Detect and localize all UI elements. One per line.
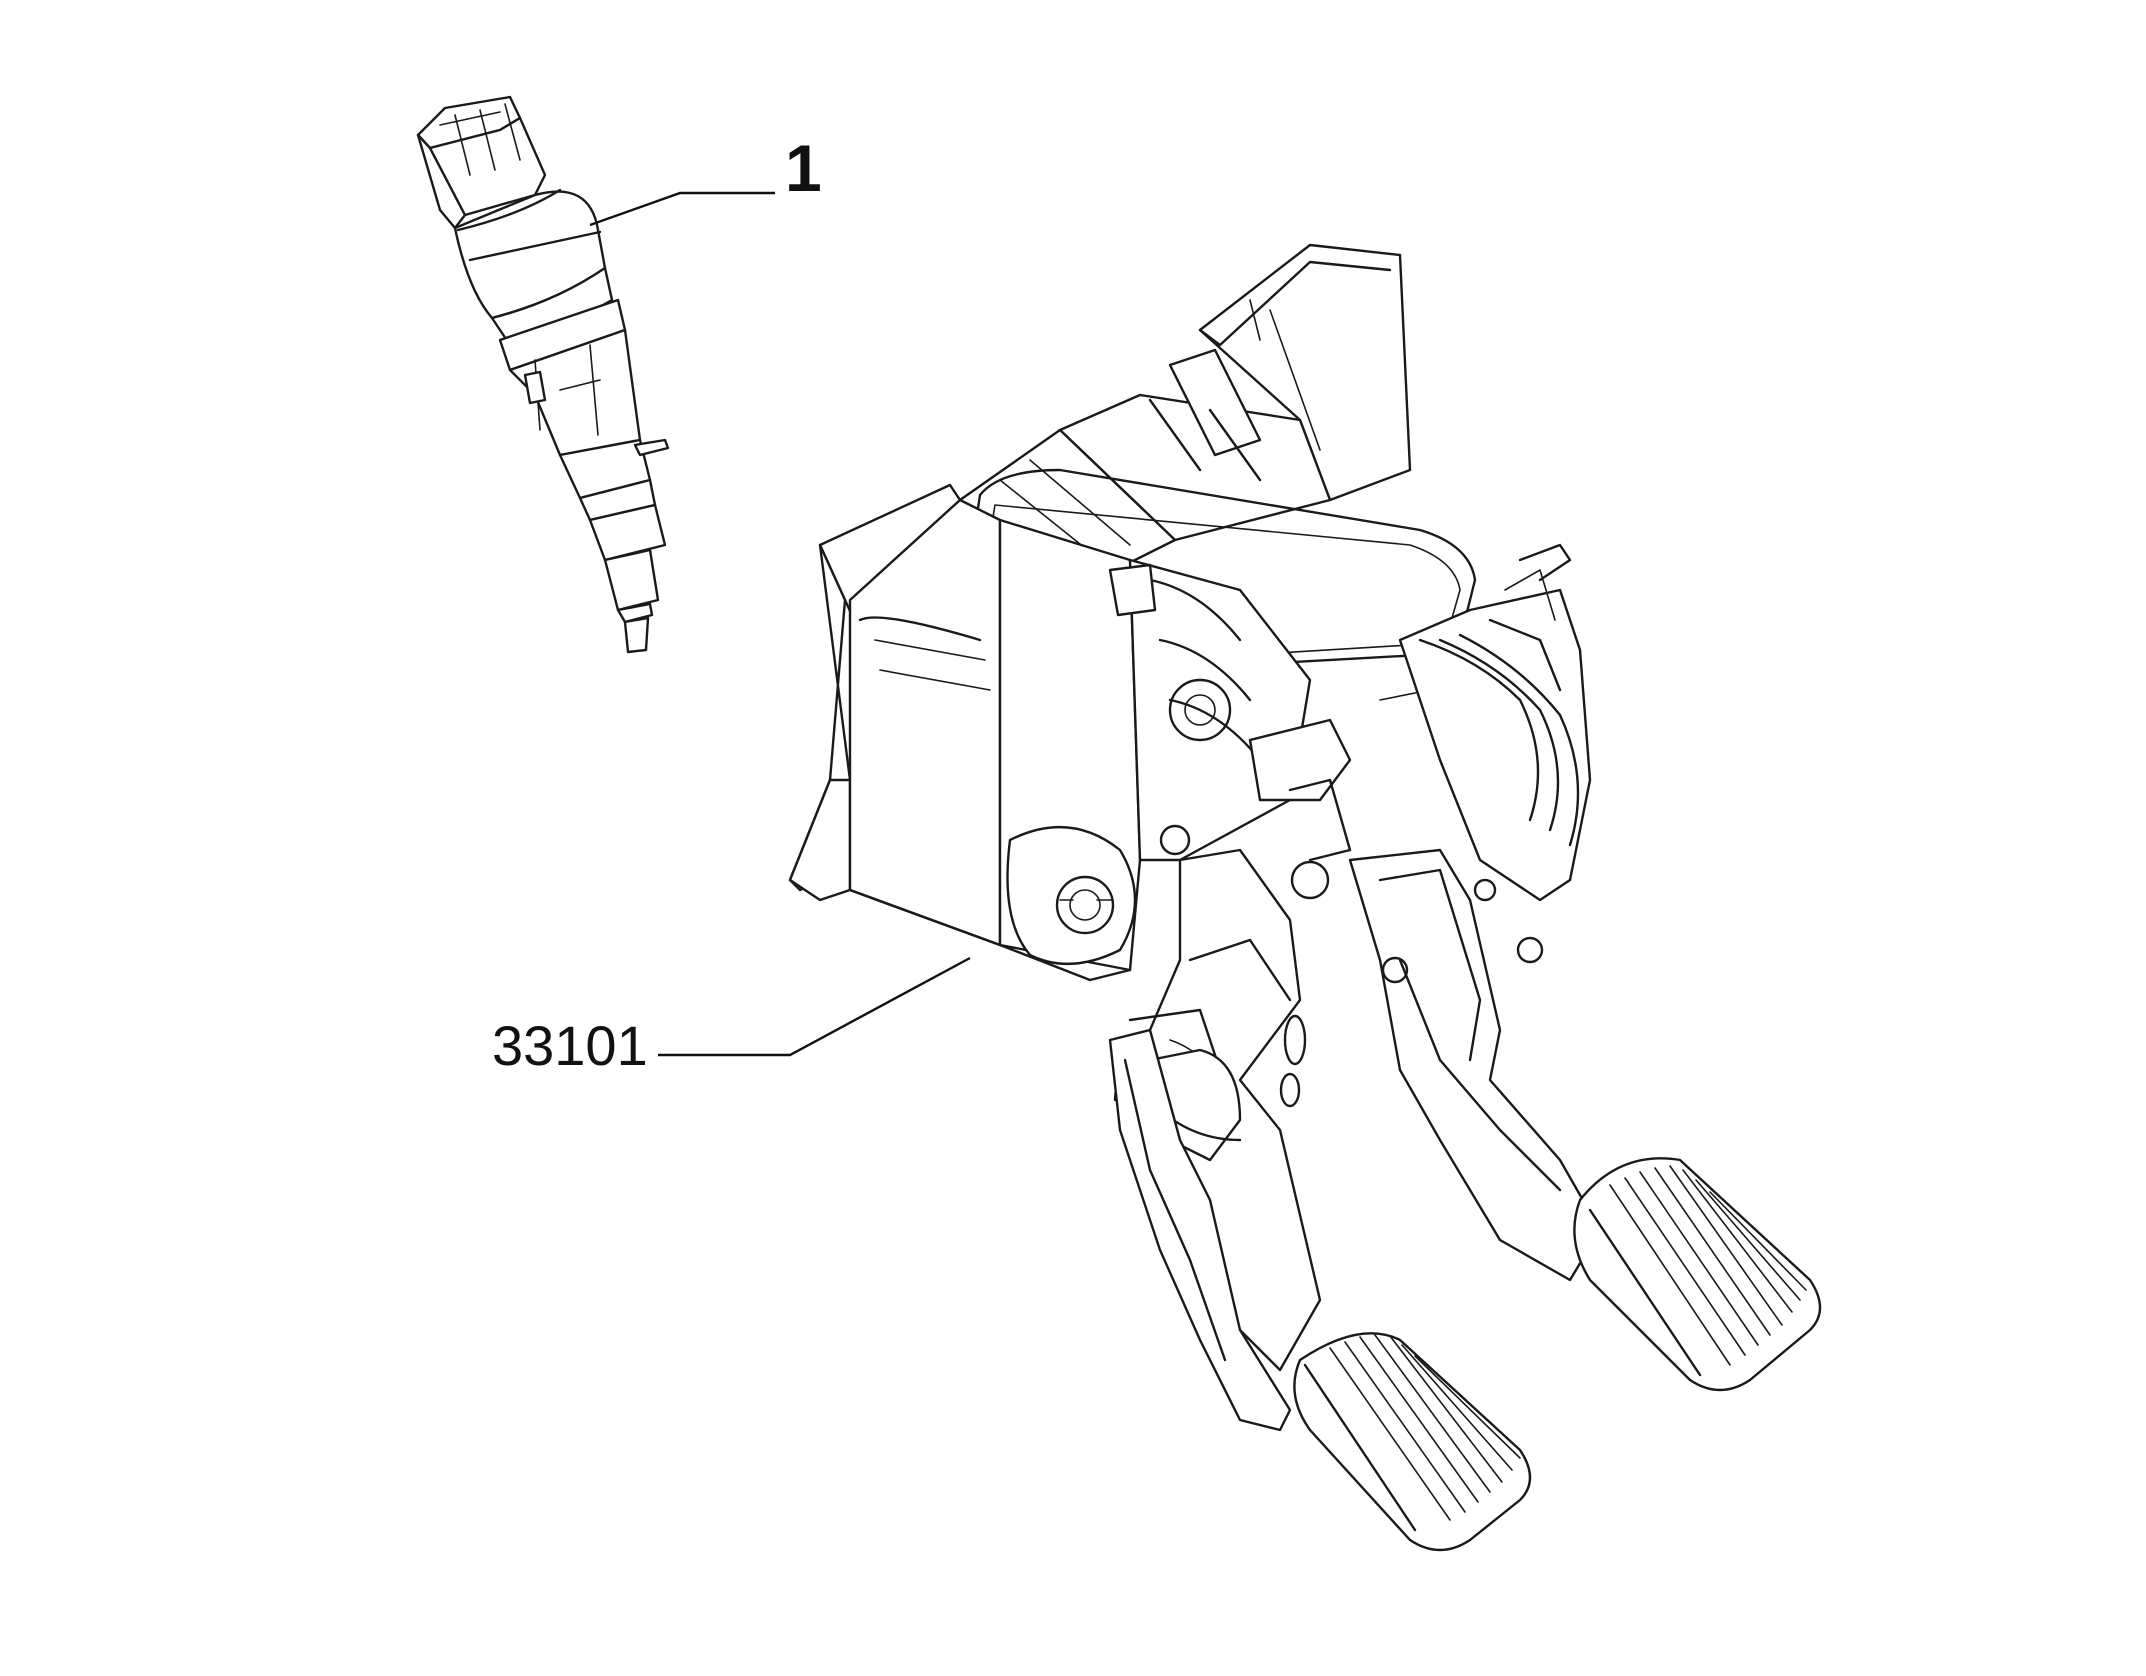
pedal-box-drawing	[788, 243, 1822, 1552]
pedal-switch-drawing	[416, 95, 670, 654]
callout-part-1[interactable]: 1	[785, 131, 822, 205]
leader-line-part-33101	[658, 956, 971, 1057]
callout-part-33101[interactable]: 33101	[492, 1014, 648, 1077]
leader-line-part-1	[589, 191, 775, 227]
